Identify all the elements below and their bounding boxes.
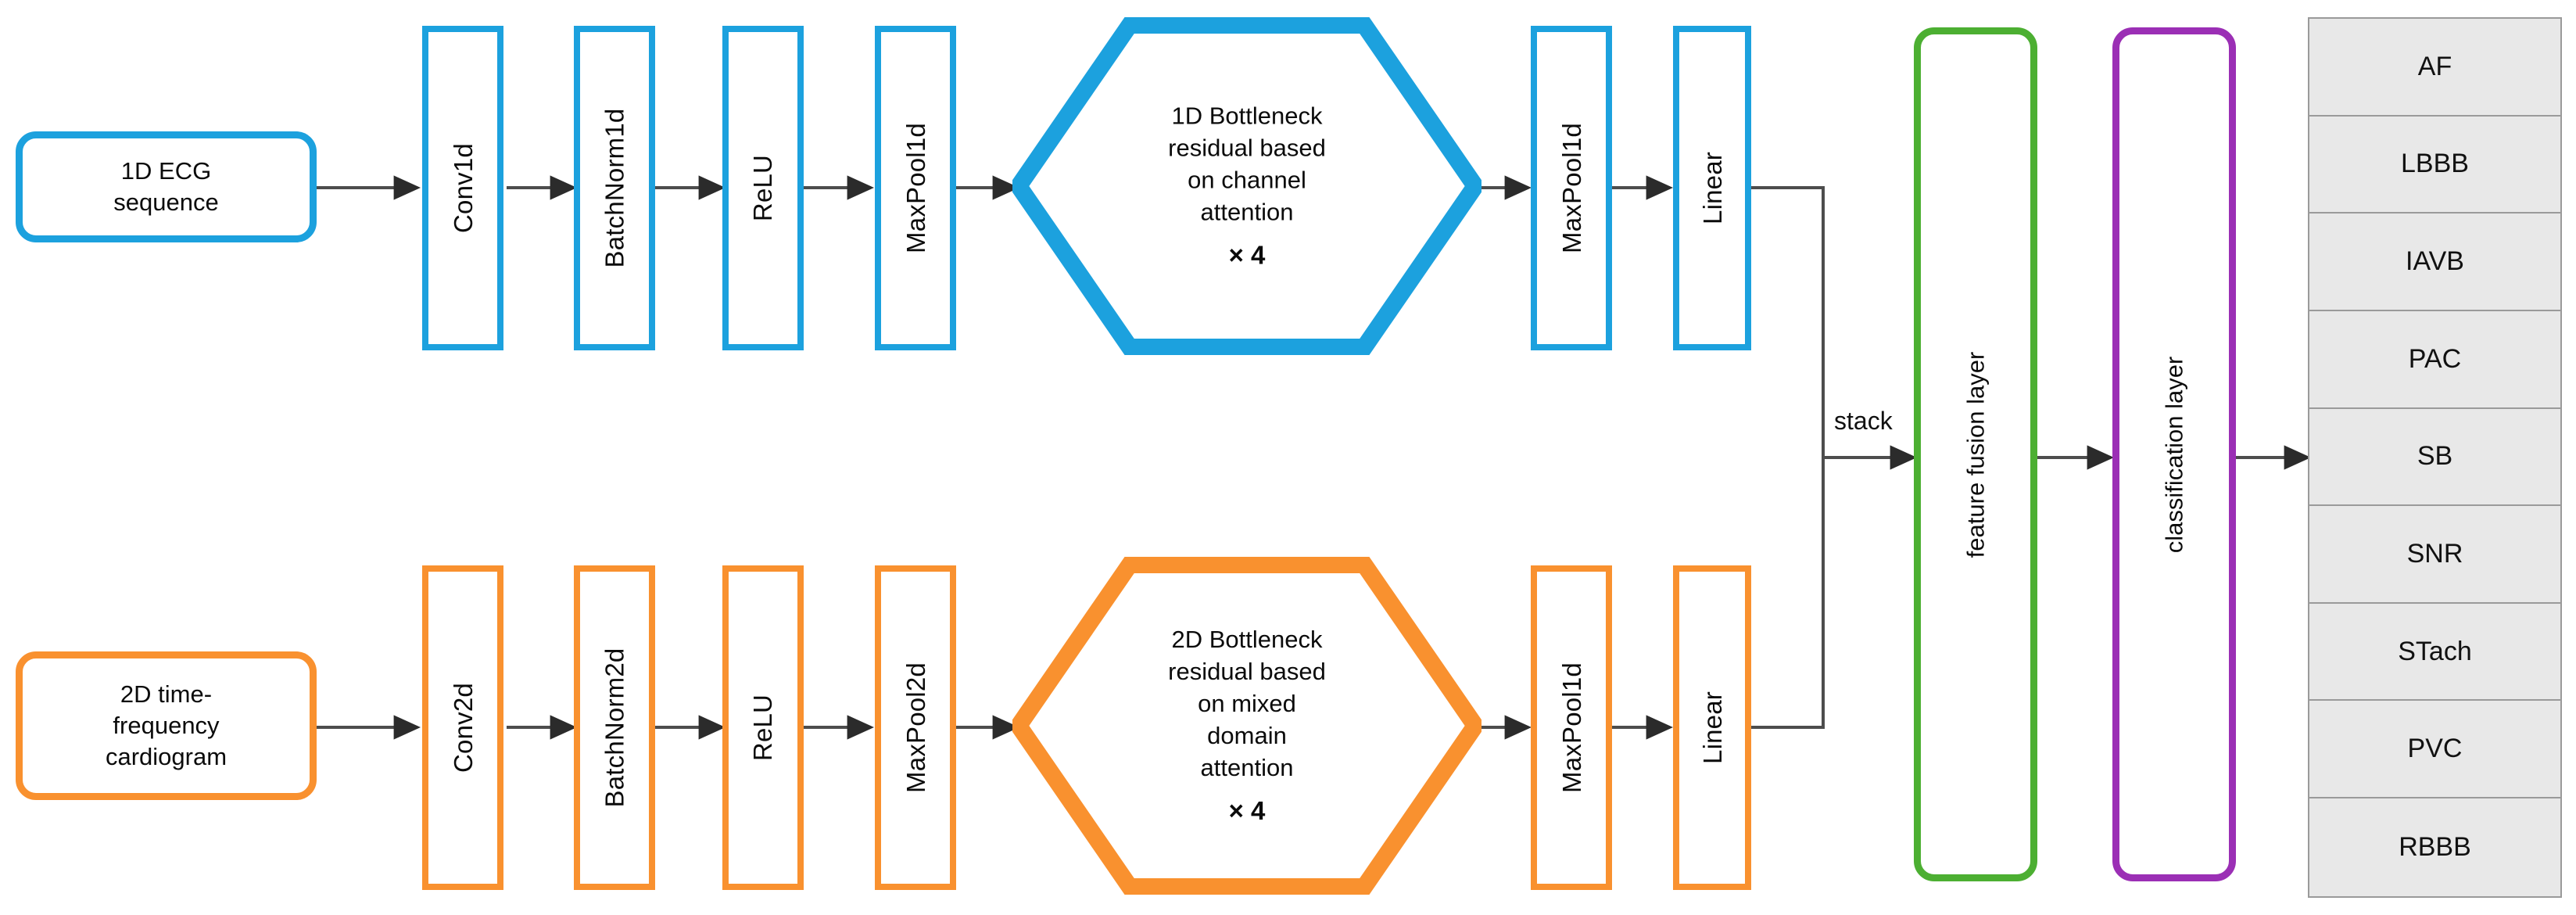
input-2d-line-1: 2D time-: [120, 680, 213, 708]
output-class-list: AF LBBB IAVB PAC SB SNR STach PVC RBBB: [2308, 17, 2562, 898]
class-label-pvc: PVC: [2407, 734, 2463, 764]
hexagon-outline-2d: [1012, 557, 1481, 895]
class-cell-iavb[interactable]: IAVB: [2309, 214, 2560, 311]
layer-maxpool2d: MaxPool2d: [875, 565, 956, 890]
class-label-lbbb: LBBB: [2401, 149, 2469, 179]
feature-fusion-layer-label: feature fusion layer: [1962, 351, 1990, 558]
layer-conv1d: Conv1d: [422, 26, 503, 350]
class-label-stach: STach: [2398, 636, 2472, 666]
block-2d-bottleneck-residual: 2D Bottleneck residual based on mixed do…: [1012, 557, 1481, 895]
layer-batchnorm2d: BatchNorm2d: [574, 565, 655, 890]
input-1d-line-2: sequence: [113, 188, 219, 216]
hexagon-outline-1d: [1012, 17, 1481, 355]
layer-linear-1d: Linear: [1673, 26, 1751, 350]
classification-layer: classification layer: [2112, 27, 2236, 881]
layer-conv1d-label: Conv1d: [448, 143, 478, 233]
input-1d-ecg-sequence: 1D ECG sequence: [16, 131, 317, 242]
class-label-sb: SB: [2417, 441, 2453, 472]
layer-linear-1d-label: Linear: [1697, 152, 1727, 224]
layer-conv2d: Conv2d: [422, 565, 503, 890]
class-cell-stach[interactable]: STach: [2309, 603, 2560, 702]
class-cell-lbbb[interactable]: LBBB: [2309, 116, 2560, 214]
stack-label: stack: [1834, 407, 1893, 435]
layer-relu-2d: ReLU: [722, 565, 804, 890]
input-2d-line-3: cardiogram: [105, 743, 228, 771]
layer-maxpool1d-tail-1d: MaxPool1d: [1531, 26, 1612, 350]
layer-linear-2d-label: Linear: [1697, 691, 1727, 764]
class-cell-sb[interactable]: SB: [2309, 408, 2560, 507]
layer-maxpool1d-tail-1d-label: MaxPool1d: [1557, 123, 1586, 253]
layer-maxpool1d-tail-2d-label: MaxPool1d: [1557, 662, 1586, 793]
layer-relu-1d: ReLU: [722, 26, 804, 350]
input-1d-line-1: 1D ECG: [120, 156, 212, 185]
feature-fusion-layer: feature fusion layer: [1914, 27, 2037, 881]
layer-maxpool2d-label: MaxPool2d: [901, 662, 930, 793]
class-label-snr: SNR: [2406, 539, 2463, 569]
class-cell-pvc[interactable]: PVC: [2309, 701, 2560, 799]
class-label-pac: PAC: [2408, 343, 2462, 374]
input-2d-line-2: frequency: [113, 711, 220, 739]
layer-maxpool1d-early: MaxPool1d: [875, 26, 956, 350]
classification-layer-label: classification layer: [2160, 356, 2188, 553]
layer-batchnorm1d: BatchNorm1d: [574, 26, 655, 350]
class-cell-rbbb[interactable]: RBBB: [2309, 798, 2560, 896]
layer-maxpool1d-early-label: MaxPool1d: [901, 123, 930, 253]
class-cell-snr[interactable]: SNR: [2309, 506, 2560, 604]
layer-linear-2d: Linear: [1673, 565, 1751, 890]
class-label-iavb: IAVB: [2406, 246, 2464, 277]
layer-relu-2d-label: ReLU: [748, 694, 778, 762]
layer-batchnorm2d-label: BatchNorm2d: [600, 648, 629, 808]
input-2d-time-frequency-cardiogram: 2D time- frequency cardiogram: [16, 651, 317, 800]
block-1d-bottleneck-residual: 1D Bottleneck residual based on channel …: [1012, 17, 1481, 355]
layer-batchnorm1d-label: BatchNorm1d: [600, 108, 629, 268]
class-label-rbbb: RBBB: [2399, 832, 2471, 862]
class-label-af: AF: [2417, 51, 2452, 81]
layer-relu-1d-label: ReLU: [748, 154, 778, 222]
layer-maxpool1d-tail-2d: MaxPool1d: [1531, 565, 1612, 890]
class-cell-af[interactable]: AF: [2309, 19, 2560, 117]
class-cell-pac[interactable]: PAC: [2309, 310, 2560, 409]
layer-conv2d-label: Conv2d: [448, 683, 478, 773]
